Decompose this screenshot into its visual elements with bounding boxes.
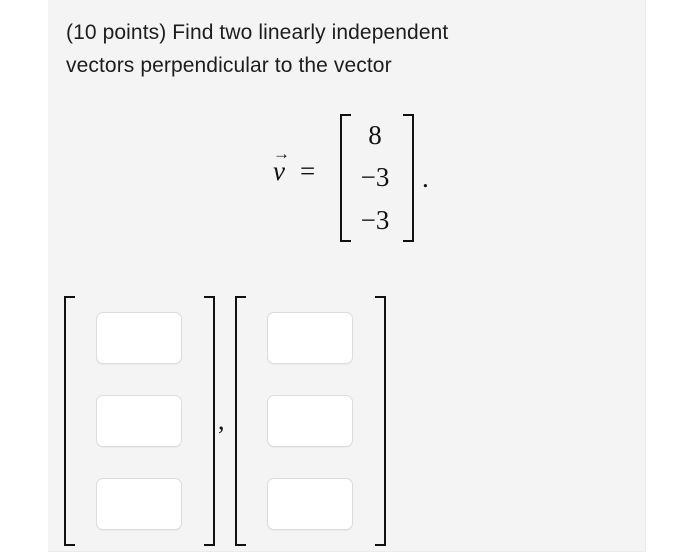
bracket-serif-top — [375, 296, 386, 298]
bracket-serif-bottom — [235, 544, 246, 546]
given-vector-entry-3: −3 — [360, 205, 390, 236]
answer-bracket-right — [201, 296, 217, 546]
bracket-serif-bottom — [64, 544, 75, 546]
bracket-stem — [64, 296, 66, 546]
bracket-serif-top — [340, 114, 351, 116]
vector-symbol-v: → v — [273, 145, 290, 186]
vector-arrow-accent: → — [273, 144, 290, 163]
vector-symbol-glyph: v — [273, 156, 285, 186]
answer-area: , — [48, 296, 646, 552]
bracket-stem — [213, 296, 215, 546]
prompt-line-2: vectors perpendicular to the vector — [66, 54, 392, 77]
first-answer-vector — [62, 296, 217, 546]
bracket-serif-bottom — [340, 240, 351, 242]
given-vector-entry-2: −3 — [360, 162, 390, 193]
answer-input-2-2[interactable] — [267, 395, 353, 447]
bracket-serif-top — [403, 114, 414, 116]
answer-input-1-1[interactable] — [96, 312, 182, 364]
first-answer-vector-inputs — [94, 312, 184, 530]
bracket-stem — [235, 296, 237, 546]
bracket-serif-bottom — [204, 544, 215, 546]
given-vector-entries: 8 −3 −3 — [348, 114, 402, 242]
answer-separator-comma: , — [218, 406, 225, 435]
answer-input-2-1[interactable] — [267, 312, 353, 364]
question-prompt: (10 points) Find two linearly independen… — [66, 16, 586, 82]
equation-trailing-period: . — [422, 163, 429, 193]
answer-input-1-3[interactable] — [96, 478, 182, 530]
answer-input-2-3[interactable] — [267, 478, 353, 530]
bracket-serif-bottom — [375, 544, 386, 546]
answer-bracket-left — [233, 296, 249, 546]
answer-bracket-right — [372, 296, 388, 546]
question-panel: (10 points) Find two linearly independen… — [48, 0, 646, 552]
answer-input-1-2[interactable] — [96, 395, 182, 447]
bracket-stem — [412, 114, 414, 242]
second-answer-vector-inputs — [265, 312, 355, 530]
bracket-stem — [340, 114, 342, 242]
given-vector-entry-1: 8 — [368, 119, 382, 150]
bracket-serif-top — [64, 296, 75, 298]
answer-bracket-left — [62, 296, 78, 546]
vector-equation: → v = 8 −3 −3 . — [48, 108, 646, 248]
equals-sign: = — [300, 156, 316, 186]
prompt-line-1: (10 points) Find two linearly independen… — [66, 21, 449, 44]
second-answer-vector — [233, 296, 388, 546]
bracket-stem — [384, 296, 386, 546]
given-vector-bracket-left — [338, 114, 354, 242]
given-vector-bracket-right — [400, 114, 416, 242]
bracket-serif-top — [235, 296, 246, 298]
bracket-serif-bottom — [403, 240, 414, 242]
bracket-serif-top — [204, 296, 215, 298]
